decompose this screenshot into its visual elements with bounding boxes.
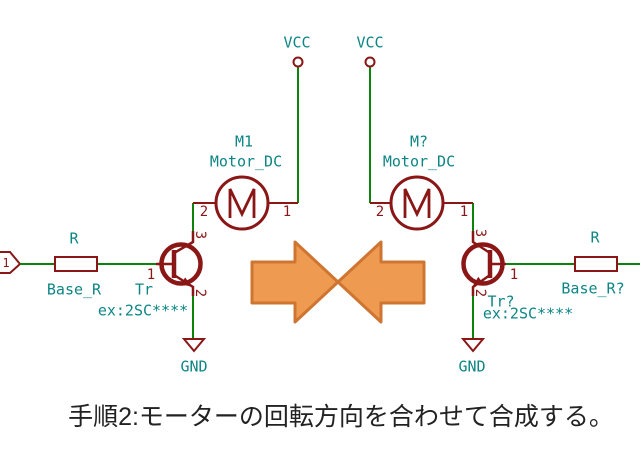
gnd-symbol-right	[460, 338, 486, 353]
resistor-ref-left: R	[69, 229, 79, 248]
resistor-value-left: Base_R	[46, 280, 102, 299]
motor-pin1-left: 1	[282, 204, 292, 220]
step-caption: 手順2:モーターの回転方向を合わせて合成する。	[68, 403, 614, 431]
hierarchical-pin-symbol-left	[0, 251, 22, 274]
transistor-pin-collector-left: 3	[192, 230, 208, 240]
motor-symbol-right	[370, 175, 473, 231]
transistor-pin-base-right: 1	[509, 267, 519, 283]
motor-value-left: Motor_DC	[209, 152, 283, 171]
motor-ref-right: M?	[409, 132, 429, 151]
transistor-pin-collector-right: 3	[472, 228, 488, 238]
transistor-value-right: ex:2SC****	[482, 304, 574, 323]
transistor-pin-base-left: 1	[146, 267, 156, 283]
vcc-label-right: VCC	[356, 33, 384, 52]
gnd-label-left: GND	[180, 357, 208, 376]
resistor-ref-right: R	[590, 228, 600, 247]
vcc-symbol-left	[292, 56, 304, 68]
motor-ref-left: M1	[234, 132, 254, 151]
resistor-symbol-right	[574, 256, 618, 272]
vcc-symbol-right	[364, 56, 376, 68]
arrow-right-icon	[250, 240, 340, 324]
merge-arrows	[250, 240, 426, 324]
npn-transistor-symbol-left	[156, 231, 203, 296]
transistor-ref-left: Tr	[134, 280, 154, 299]
npn-transistor-symbol-right	[461, 231, 506, 296]
motor-pin2-right: 2	[375, 204, 385, 220]
resistor-symbol-left	[54, 256, 98, 272]
hier-pin-number-left: 1	[2, 256, 10, 270]
transistor-value-left: ex:2SC****	[97, 301, 189, 320]
wires-right	[369, 67, 640, 339]
motor-pin1-right: 1	[459, 204, 469, 220]
wires-left	[20, 67, 299, 339]
motor-symbol-left	[193, 175, 298, 231]
motor-pin2-left: 2	[199, 204, 209, 220]
gnd-symbol-left	[181, 338, 207, 353]
motor-value-right: Motor_DC	[382, 152, 456, 171]
transistor-pin-emitter-left: 2	[192, 288, 208, 298]
transistor-ref-right: Tr?	[487, 292, 515, 311]
vcc-label-left: VCC	[283, 33, 311, 52]
arrow-left-icon	[336, 240, 426, 324]
resistor-value-right: Base_R?	[561, 279, 625, 298]
transistor-pin-emitter-right: 2	[472, 288, 488, 298]
gnd-label-right: GND	[458, 357, 486, 376]
